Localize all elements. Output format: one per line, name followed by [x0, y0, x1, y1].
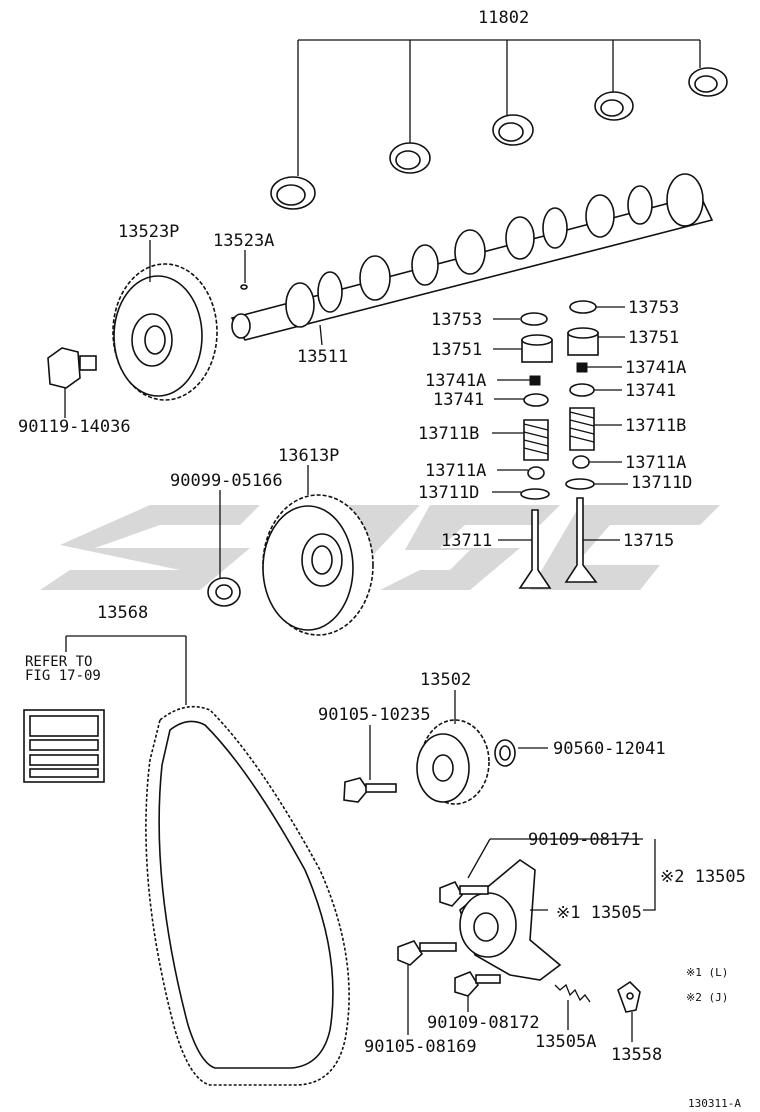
tensioner-bolts[interactable]: [397, 880, 501, 997]
idler-washer[interactable]: [494, 739, 516, 767]
label-13741A-left[interactable]: 13741A: [425, 371, 486, 391]
label-13711A-right[interactable]: 13711A: [625, 453, 686, 473]
labels: 11802 13523P 13523A 90119-14036 13511 13…: [18, 8, 746, 1110]
label-13502[interactable]: 13502: [420, 670, 471, 690]
timing-belt[interactable]: [145, 705, 350, 1086]
label-13523P[interactable]: 13523P: [118, 222, 179, 242]
label-13711D-left[interactable]: 13711D: [418, 483, 479, 503]
pulley-bolt[interactable]: [47, 347, 97, 389]
label-13711D-right[interactable]: 13711D: [631, 473, 692, 493]
refer-icon[interactable]: [23, 709, 105, 783]
label-13613P[interactable]: 13613P: [278, 446, 339, 466]
leader-13568: [65, 635, 187, 705]
label-13751-left[interactable]: 13751: [431, 340, 482, 360]
label-refer-line2[interactable]: FIG 17-09: [25, 668, 101, 684]
label-13505A[interactable]: 13505A: [535, 1032, 596, 1052]
label-90560[interactable]: 90560-12041: [553, 739, 666, 759]
label-90105-10235[interactable]: 90105-10235: [318, 705, 431, 725]
label-13711B-left[interactable]: 13711B: [418, 424, 479, 444]
figure-code: 130311-A: [688, 1097, 741, 1110]
label-90119[interactable]: 90119-14036: [18, 417, 131, 437]
note-l: ※1 (L): [686, 966, 728, 979]
label-13558[interactable]: 13558: [611, 1045, 662, 1065]
idler-bolt[interactable]: [343, 777, 397, 803]
note-j: ※2 (J): [686, 991, 728, 1004]
label-90105-08169[interactable]: 90105-08169: [364, 1037, 477, 1057]
label-refer-line1[interactable]: REFER TO: [25, 654, 92, 670]
valve-leaders: [492, 306, 628, 541]
leader-13511: [319, 324, 323, 346]
label-13753-right[interactable]: 13753: [628, 298, 679, 318]
crankshaft-pulley[interactable]: [262, 494, 374, 636]
label-13715[interactable]: 13715: [623, 531, 674, 551]
label-13711B-right[interactable]: 13711B: [625, 416, 686, 436]
label-13711A-left[interactable]: 13711A: [425, 461, 486, 481]
label-13751-right[interactable]: 13751: [628, 328, 679, 348]
camshaft[interactable]: [230, 173, 714, 341]
label-13741-right[interactable]: 13741: [625, 381, 676, 401]
leader-11802: [297, 39, 701, 176]
camshaft-bearings[interactable]: [270, 67, 728, 210]
label-90109-08172[interactable]: 90109-08172: [427, 1013, 540, 1033]
label-13505-l[interactable]: ※1 13505: [556, 903, 642, 923]
label-13505-j[interactable]: ※2 13505: [660, 867, 746, 887]
watermark-logo: [40, 505, 720, 590]
crank-pulley-nut[interactable]: [207, 577, 241, 607]
label-13511[interactable]: 13511: [297, 347, 348, 367]
label-11802[interactable]: 11802: [478, 8, 529, 28]
spring-bracket[interactable]: [617, 980, 641, 1013]
label-13741A-right[interactable]: 13741A: [625, 358, 686, 378]
idler-pulley[interactable]: [416, 719, 490, 805]
tensioner-leaders: [467, 838, 656, 911]
camshaft-pulley[interactable]: [112, 263, 218, 401]
valve-parts-left[interactable]: [518, 312, 553, 589]
label-13753-left[interactable]: 13753: [431, 310, 482, 330]
label-13711[interactable]: 13711: [441, 531, 492, 551]
label-90109-08171[interactable]: 90109-08171: [528, 830, 641, 850]
label-13568[interactable]: 13568: [97, 603, 148, 623]
tensioner-spring[interactable]: [554, 983, 591, 1003]
label-13523A[interactable]: 13523A: [213, 231, 274, 251]
woodruff-key[interactable]: [240, 284, 248, 290]
label-90099[interactable]: 90099-05166: [170, 471, 283, 491]
timing-belt-tensioner[interactable]: [459, 859, 562, 981]
label-13741-left[interactable]: 13741: [433, 390, 484, 410]
